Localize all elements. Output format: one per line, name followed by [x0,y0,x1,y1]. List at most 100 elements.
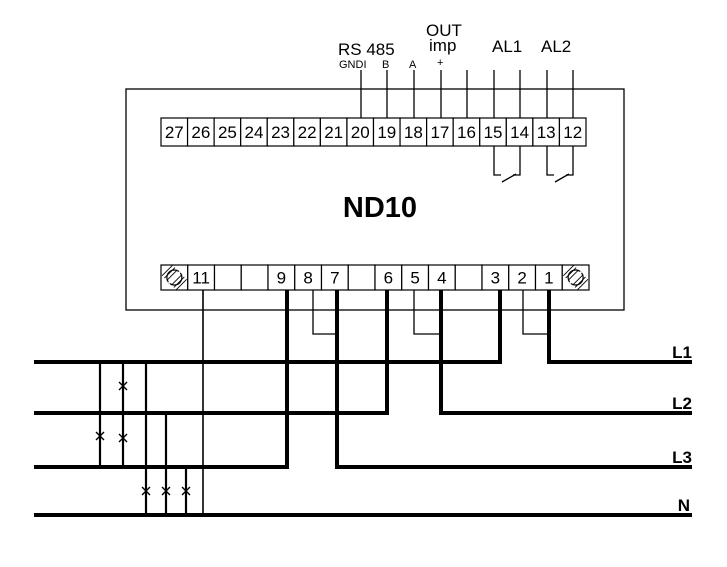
terminal-number: 24 [245,123,264,142]
screw-terminal [561,264,590,291]
fuse-mark [95,431,105,441]
al2-contact-left [546,146,554,176]
gndi-label: GNDI [339,59,367,71]
terminal-number: 4 [437,269,446,288]
terminal-8: 8 [294,264,323,291]
terminal-21: 21 [319,117,348,147]
terminal-number: 17 [430,123,449,142]
fuse-mark [141,486,151,496]
terminal-number: 8 [303,269,312,288]
terminal-number: 5 [410,269,419,288]
terminal-number: 23 [271,123,290,142]
device-enclosure [125,88,625,311]
supply-line-2-to-terminal-6 [34,290,389,415]
terminal-blank [347,264,376,291]
terminal-number: 19 [377,123,396,142]
terminal-24: 24 [240,117,268,147]
supply-line-3-to-terminal-9 [34,290,289,469]
supply-line-1-to-terminal-3 [34,290,502,364]
terminal-number: 7 [330,269,339,288]
terminal-number: 18 [404,123,423,142]
terminal-number: 15 [484,123,503,142]
terminal-number: 11 [192,269,210,288]
terminal-25: 25 [213,117,242,147]
terminal-15: 15 [479,117,507,147]
terminal-7: 7 [320,264,349,291]
fuse-mark [181,486,191,496]
terminal-number: 22 [298,123,317,142]
terminal-18: 18 [399,117,428,147]
plus-label: + [437,57,443,69]
relay-contacts [493,146,574,183]
al2-label: AL2 [541,37,571,56]
label-n: N [678,496,690,515]
al1-contact-left [493,146,501,176]
terminal-22: 22 [293,117,321,147]
jumper-5-4 [413,290,440,335]
label-l3: L3 [672,448,692,467]
rs485-label: RS 485 [338,40,395,59]
al1-label: AL1 [492,37,522,56]
terminal-blank [240,264,269,291]
supply-lines [34,290,692,517]
fuse-mark [161,486,171,496]
terminal-23: 23 [266,117,295,147]
terminal-27: 27 [160,117,189,147]
terminal-2: 2 [508,264,537,291]
label-l1: L1 [672,343,692,362]
terminal-number: 9 [277,269,286,288]
label-l2: L2 [672,394,692,413]
a-label: A [409,59,417,71]
jumper-2-1 [522,290,549,335]
terminal-14: 14 [505,117,534,147]
al2-contact-right [566,146,574,176]
top-wires [360,70,574,118]
terminal-12: 12 [558,117,587,147]
voltage-taps [98,362,188,515]
device-name: ND10 [343,192,417,224]
terminal-blank [454,264,483,291]
line-l3 [335,290,692,469]
terminal-20: 20 [346,117,375,147]
terminal-11: 11 [187,264,216,291]
screw-icon [161,264,187,291]
terminal-number: 13 [537,123,556,142]
terminal-blank [213,264,242,291]
terminal-13: 13 [532,117,561,147]
jumper-8-7 [312,290,337,335]
jumpers [312,290,549,335]
al2-switch [554,173,570,183]
al1-switch [501,173,517,183]
fuse-marks [95,381,191,496]
terminal-number: 1 [544,269,553,288]
fuse-mark [118,433,128,443]
terminal-1: 1 [534,264,563,291]
terminal-number: 6 [384,269,393,288]
terminal-number: 3 [491,269,500,288]
terminal-3: 3 [481,264,510,291]
terminal-number: 21 [324,123,343,142]
terminal-6: 6 [374,264,403,291]
terminal-number: 20 [351,123,370,142]
terminal-5: 5 [401,264,430,291]
line-l2 [439,290,692,415]
terminal-number: 27 [165,123,184,142]
terminal-9: 9 [267,264,296,291]
terminal-16: 16 [452,117,481,147]
terminal-19: 19 [372,117,401,147]
screw-icon [563,264,589,291]
imp-label: imp [429,36,456,55]
terminal-number: 16 [457,123,476,142]
terminal-number: 25 [218,123,237,142]
b-label: B [382,59,389,71]
terminal-4: 4 [427,264,456,291]
fuse-mark [118,381,128,391]
al1-contact-right [513,146,521,176]
terminal-26: 26 [186,117,215,147]
terminal-17: 17 [426,117,454,147]
terminal-number: 14 [510,123,529,142]
out-label: OUT [426,21,462,40]
terminal-number: 2 [517,269,526,288]
